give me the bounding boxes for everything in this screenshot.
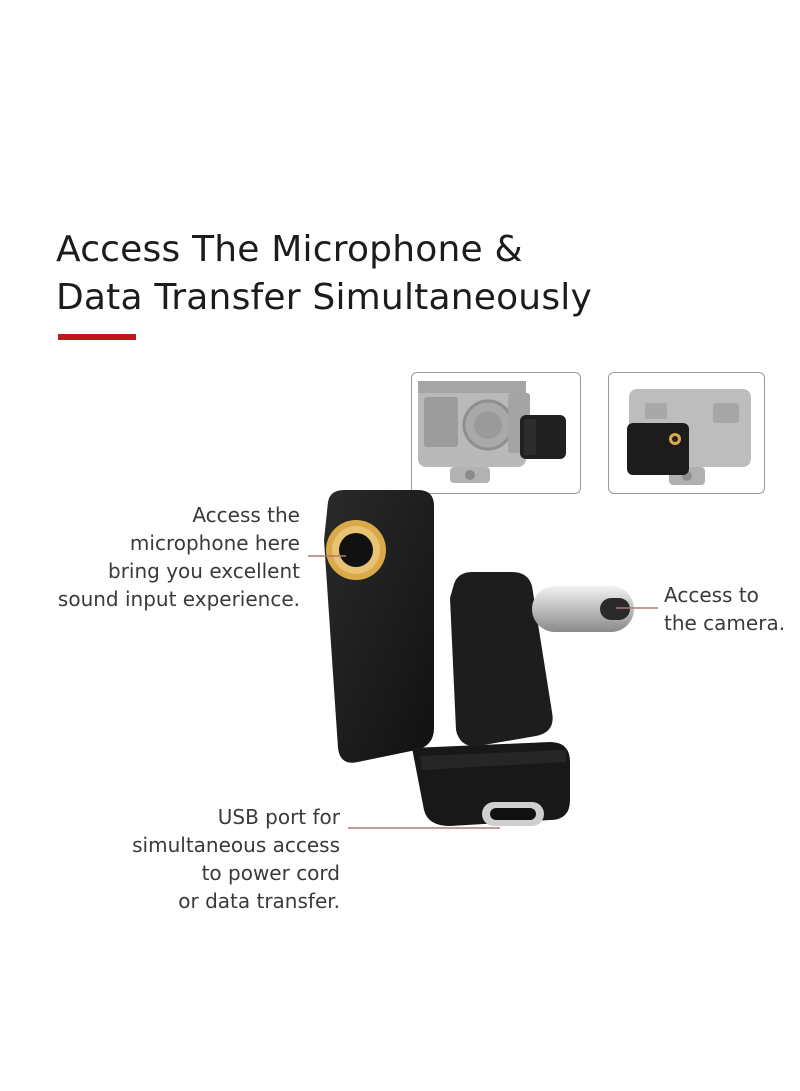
camera-thumbnail-side xyxy=(411,372,581,494)
title-line-2: Data Transfer Simultaneously xyxy=(56,277,592,318)
camera-thumbnail-back xyxy=(608,372,765,494)
title-accent-bar xyxy=(58,334,136,340)
page-title: Access The Microphone & Data Transfer Si… xyxy=(56,226,592,322)
adapter-product-illustration xyxy=(324,490,634,826)
camera-callout: Access to the camera. xyxy=(664,583,786,635)
title-line-1: Access The Microphone & xyxy=(56,229,523,270)
camera-back-icon xyxy=(627,389,751,485)
camera-side-icon xyxy=(418,381,566,483)
usb-callout: USB port for simultaneous access to powe… xyxy=(132,805,340,913)
microphone-callout: Access the microphone here bring you exc… xyxy=(57,503,300,611)
